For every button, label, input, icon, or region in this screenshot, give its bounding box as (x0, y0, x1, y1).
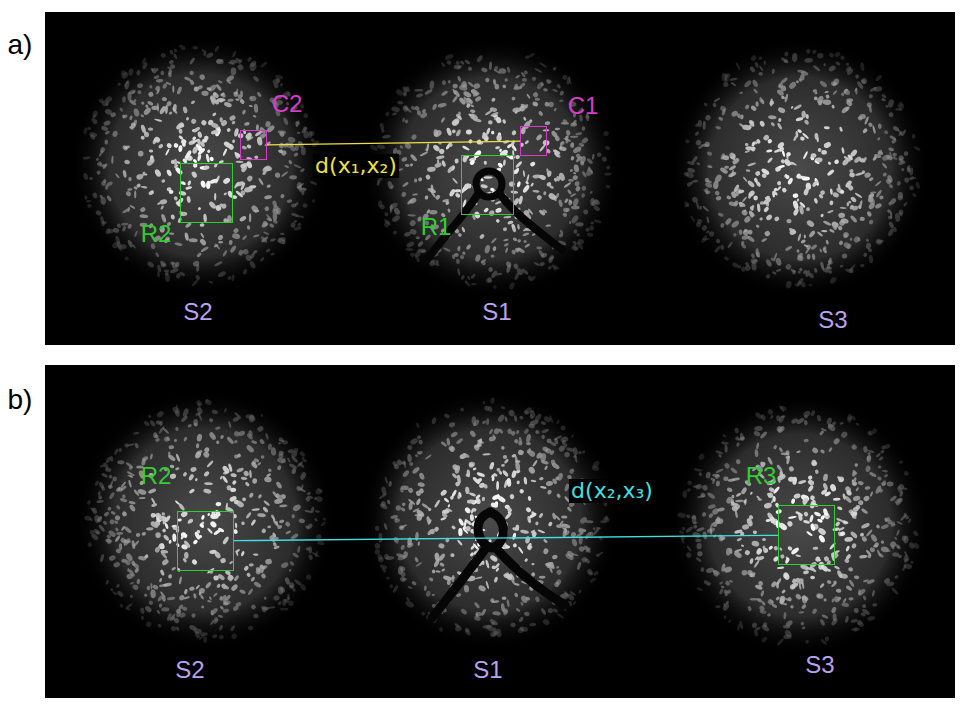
panel: a)S2C2R2S1C1R1S3 (45, 12, 955, 345)
speckle-region: S3R3 (682, 407, 918, 643)
region-label: S2 (175, 657, 204, 683)
distance-label: d(x₁,x₂) (313, 154, 399, 178)
region-label: R2 (141, 221, 172, 247)
roi-box: R2 (177, 511, 234, 571)
roi-box: R3 (778, 505, 835, 565)
region-label: R1 (421, 214, 452, 240)
distance-label: d(x₂,x₃) (569, 479, 655, 503)
corr-box: C2 (240, 130, 267, 160)
roi-box: R2 (180, 163, 233, 223)
panel: b)S2R2S1S3R3 (45, 365, 955, 698)
panel-letter: b) (8, 385, 33, 416)
speckle-region: S1 (372, 402, 608, 638)
region-label: R3 (746, 463, 777, 489)
speckle-region: S2R2 (87, 402, 323, 638)
panel-ground (45, 12, 955, 345)
region-label: S1 (473, 657, 502, 683)
region-label: R2 (141, 463, 172, 489)
region-label: C2 (272, 91, 303, 117)
speckle-region: S1C1R1 (374, 50, 610, 286)
corr-box: C1 (520, 126, 547, 156)
speckle-field (70, 35, 930, 655)
region-label: S3 (818, 307, 847, 333)
panel-ground (45, 365, 955, 698)
region-label: S1 (482, 299, 511, 325)
distance-line (234, 535, 778, 540)
region-label: C1 (568, 93, 599, 119)
roi-box: R1 (461, 155, 514, 215)
region-label: S3 (805, 652, 834, 678)
panel-letter: a) (8, 30, 33, 61)
speckle-region: S2C2R2 (82, 47, 318, 283)
distance-line (267, 141, 520, 145)
region-label: S2 (183, 299, 212, 325)
speckle-region: S3 (682, 50, 918, 286)
